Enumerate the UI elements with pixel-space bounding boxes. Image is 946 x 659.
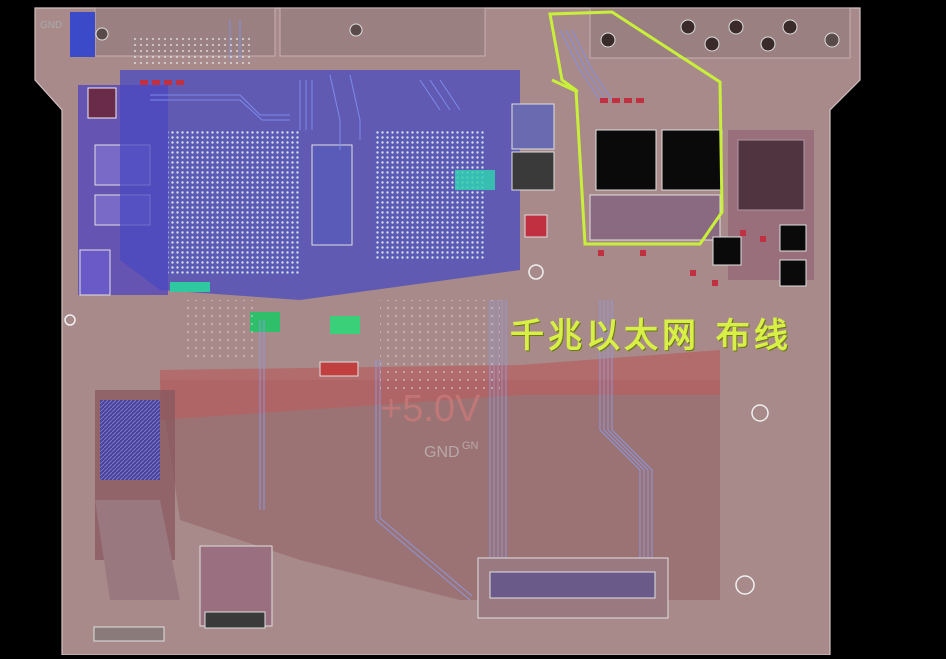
ethernet-phy-area <box>589 194 721 241</box>
bottom-left-header <box>93 626 165 642</box>
via-field-top-left <box>130 35 250 65</box>
via-field-mid <box>380 300 500 390</box>
silkscreen-ground-net: GND <box>424 444 460 461</box>
component-box-2 <box>511 151 555 191</box>
green-part-2 <box>330 316 360 334</box>
silkscreen-ground-net-small: GN <box>462 440 479 452</box>
left-connector <box>87 87 117 119</box>
ethernet-magnetics-right <box>661 129 723 191</box>
top-strip-blue <box>70 12 95 57</box>
right-connector-3 <box>779 259 807 287</box>
green-part-1 <box>250 312 280 332</box>
bottom-connector-inner <box>489 571 656 599</box>
ethernet-highlight-outline <box>548 10 724 246</box>
right-connector-2 <box>779 224 807 252</box>
green-part-4 <box>455 170 495 190</box>
bga-main-cpu <box>168 130 300 275</box>
top-connector-mid <box>279 7 486 57</box>
bga-mid-chip <box>311 144 353 246</box>
gigabit-ethernet-routing-caption: 千兆以太网 布线 <box>510 316 792 356</box>
silkscreen-corner-label: GND <box>40 20 63 31</box>
left-small-block <box>79 249 111 296</box>
silkscreen-power-net: +5.0V <box>380 388 481 430</box>
top-connector-right <box>589 7 851 59</box>
trace-network <box>150 20 613 150</box>
red-part <box>524 214 548 238</box>
right-connector-1 <box>712 236 742 266</box>
bottom-left-pins <box>204 611 266 629</box>
copper-pour-lower <box>160 380 720 600</box>
right-pink-area <box>728 130 814 280</box>
ethernet-magnetics-left <box>595 129 657 191</box>
copper-left-lower <box>95 500 180 600</box>
ethernet-highlight-tick <box>551 78 579 94</box>
bga-secondary <box>375 130 485 260</box>
via-field-lower <box>185 300 255 360</box>
component-box-1 <box>511 103 555 150</box>
top-connector-holes <box>95 19 840 52</box>
smd-components <box>140 80 766 286</box>
bottom-red-block <box>319 361 359 377</box>
mounting-holes <box>64 264 769 595</box>
green-part-3 <box>170 282 210 292</box>
via-field-left <box>100 400 160 480</box>
